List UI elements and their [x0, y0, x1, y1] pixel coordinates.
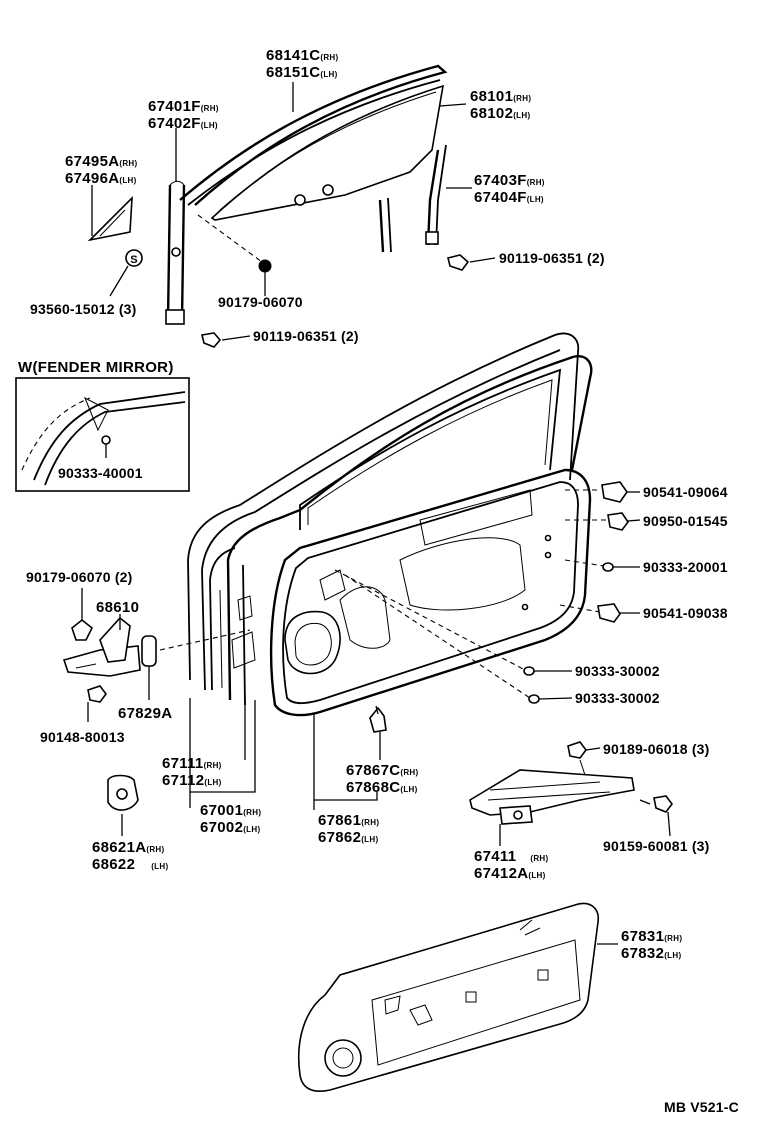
label-90119-06351-lower: 90119-06351 (2)	[253, 328, 359, 344]
label-67111: 67111(RH)	[162, 755, 222, 772]
inset-title: W(FENDER MIRROR)	[18, 359, 174, 376]
hinge-group	[62, 616, 157, 811]
part-labels: 68141C(RH) 68151C(LH) 68101(RH) 68102(LH…	[26, 47, 739, 1115]
label-68101: 68101(RH)	[470, 88, 531, 105]
label-67829a: 67829A	[118, 705, 172, 722]
label-68621a: 68621A(RH)	[92, 839, 164, 856]
label-90333-30002-a: 90333-30002	[575, 663, 660, 679]
window-glass-group: S	[87, 64, 470, 348]
label-67495a: 67495A(RH)	[65, 153, 137, 170]
label-67832: 67832(LH)	[621, 945, 681, 962]
label-90333-30002-b: 90333-30002	[575, 690, 660, 706]
label-67402f: 67402F(LH)	[148, 115, 218, 132]
door-fasteners-right	[523, 481, 629, 704]
label-68610: 68610	[96, 599, 139, 616]
fender-mirror-inset: W(FENDER MIRROR) 90333-40001	[15, 359, 190, 492]
label-67401f: 67401F(RH)	[148, 98, 219, 115]
label-68622: 68622(LH)	[92, 856, 168, 873]
label-93560-15012: 93560-15012 (3)	[30, 301, 137, 317]
label-67862: 67862(LH)	[318, 829, 378, 846]
door-shell-group	[159, 332, 610, 717]
label-67496a: 67496A(LH)	[65, 170, 137, 187]
label-67867c: 67867C(RH)	[346, 762, 418, 779]
diagram-code: MB V521-C	[664, 1099, 739, 1115]
label-67868c: 67868C(LH)	[346, 779, 418, 796]
label-90950-01545: 90950-01545	[643, 513, 728, 529]
label-90159-60081: 90159-60081 (3)	[603, 838, 710, 854]
label-90179-06070: 90179-06070	[218, 294, 303, 310]
label-68141c: 68141C(RH)	[266, 47, 338, 64]
label-90189-06018: 90189-06018 (3)	[603, 741, 710, 757]
s-clip-mark: S	[130, 254, 138, 266]
inset-part-label: 90333-40001	[58, 465, 143, 481]
label-90333-20001: 90333-20001	[643, 559, 728, 575]
door-check-clip	[369, 705, 387, 733]
label-67412a: 67412A(LH)	[474, 865, 546, 882]
label-67001: 67001(RH)	[200, 802, 261, 819]
label-90541-09064: 90541-09064	[643, 484, 728, 500]
label-67112: 67112(LH)	[162, 772, 222, 789]
leader-lines	[81, 82, 671, 945]
label-68102: 68102(LH)	[470, 105, 530, 122]
label-67403f: 67403F(RH)	[474, 172, 545, 189]
label-67831: 67831(RH)	[621, 928, 682, 945]
label-67861: 67861(RH)	[318, 812, 379, 829]
label-90541-09038: 90541-09038	[643, 605, 728, 621]
label-90119-06351-top: 90119-06351 (2)	[499, 250, 605, 266]
label-67404f: 67404F(LH)	[474, 189, 544, 206]
label-68151c: 68151C(LH)	[266, 64, 338, 81]
window-regulator-group	[469, 741, 673, 825]
door-trim-panel	[297, 902, 600, 1092]
label-90179-06070-2: 90179-06070 (2)	[26, 569, 133, 585]
label-67411: 67411(RH)	[474, 848, 549, 865]
label-67002: 67002(LH)	[200, 819, 260, 836]
label-90148-80013: 90148-80013	[40, 729, 125, 745]
